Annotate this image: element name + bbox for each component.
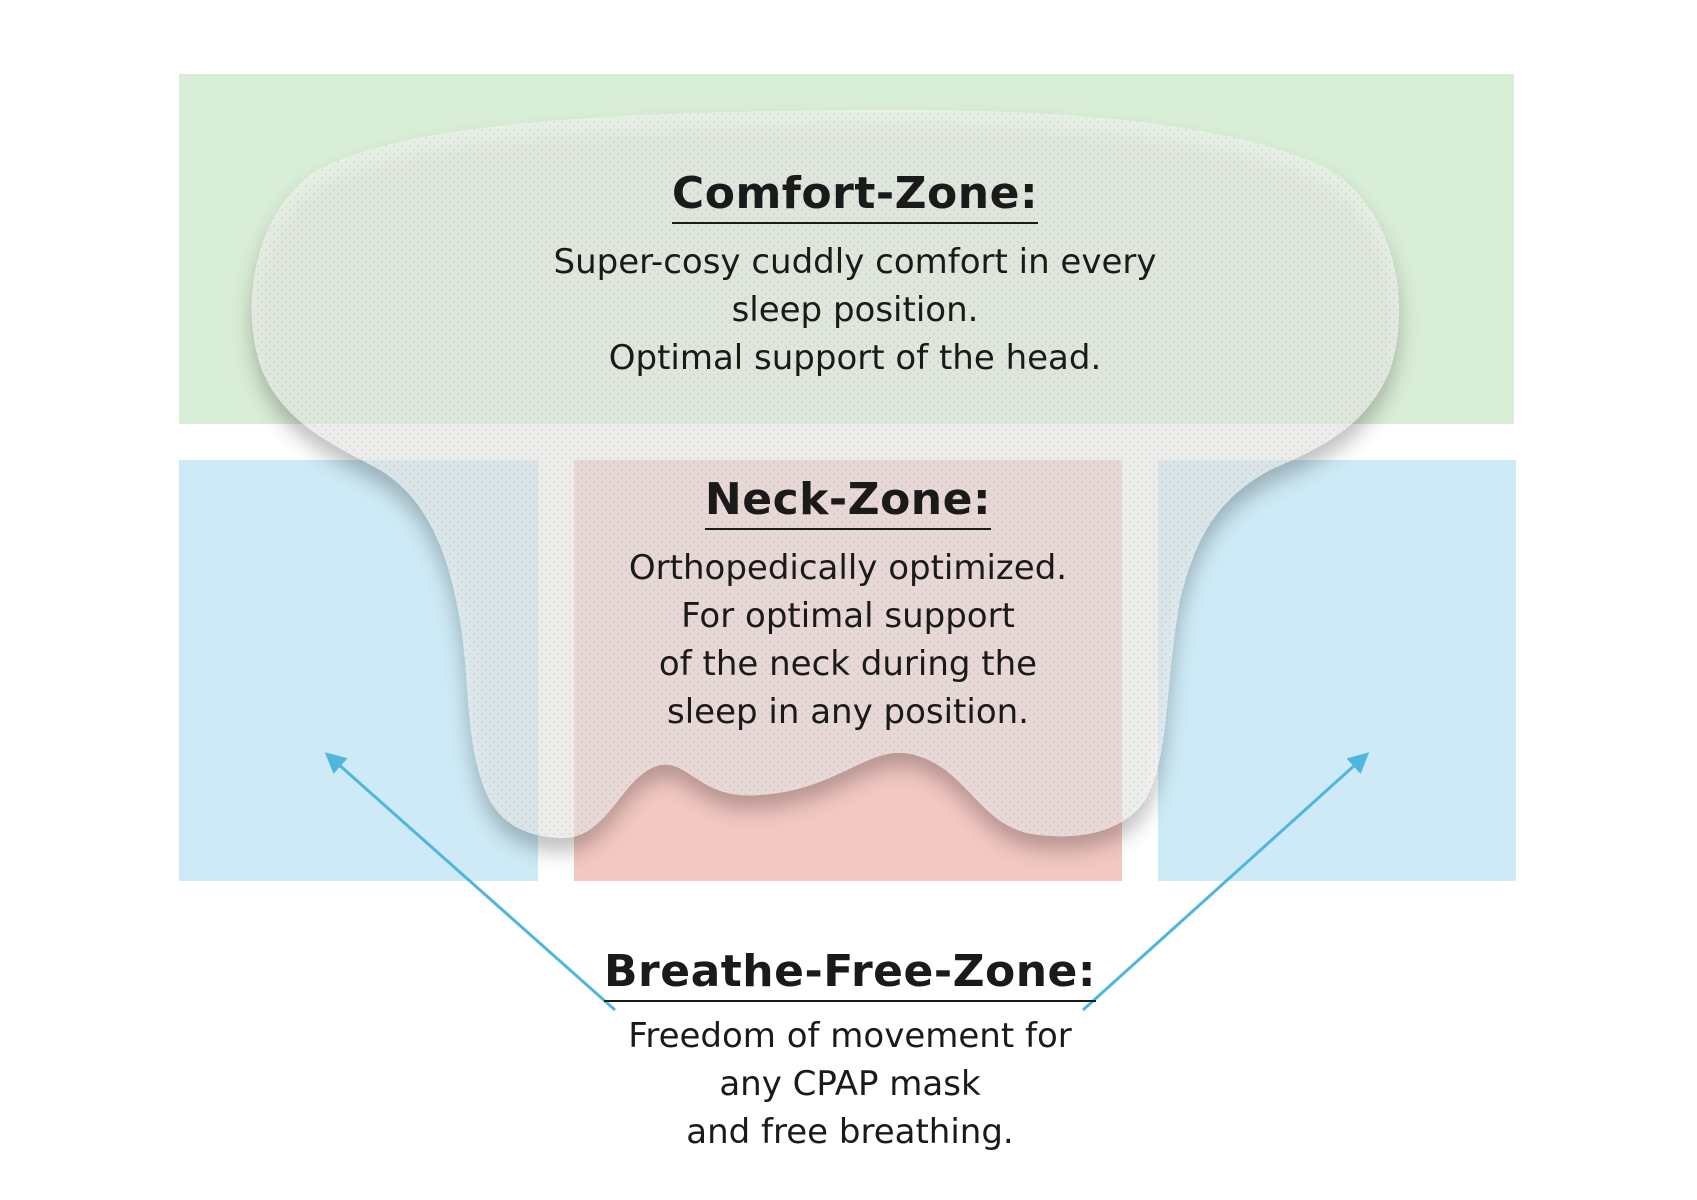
pillow-texture [251,109,1400,839]
comfort-zone-line-1: Super-cosy cuddly comfort in every [553,242,1157,282]
neck-zone-line-3: of the neck during the [658,644,1038,684]
breathe-free-zone-line-3: and free breathing. [686,1112,1014,1152]
breathe-free-zone-title: Breathe-Free-Zone: [603,946,1096,1002]
breathe-free-zone-line-1: Freedom of movement for [628,1016,1072,1056]
breathe-free-zone-label: Breathe-Free-Zone: Freedom of movement f… [540,946,1160,1156]
comfort-zone-label: Comfort-Zone: Super-cosy cuddly comfort … [460,168,1250,382]
arrow-right [1081,752,1370,1012]
neck-zone-label: Neck-Zone: Orthopedically optimized. For… [574,474,1122,736]
neck-zone-title: Neck-Zone: [704,474,992,530]
neck-zone-line-2: For optimal support [681,596,1015,636]
comfort-zone-line-3: Optimal support of the head. [608,338,1102,378]
breathe-free-zone-line-2: any CPAP mask [719,1064,981,1104]
neck-zone-line-4: sleep in any position. [667,692,1029,732]
breathe-free-zone-right-area [1158,460,1516,881]
neck-zone-line-1: Orthopedically optimized. [628,548,1068,588]
comfort-zone-line-2: sleep position. [731,290,979,330]
arrow-left [324,752,616,1012]
comfort-zone-title: Comfort-Zone: [671,168,1039,224]
